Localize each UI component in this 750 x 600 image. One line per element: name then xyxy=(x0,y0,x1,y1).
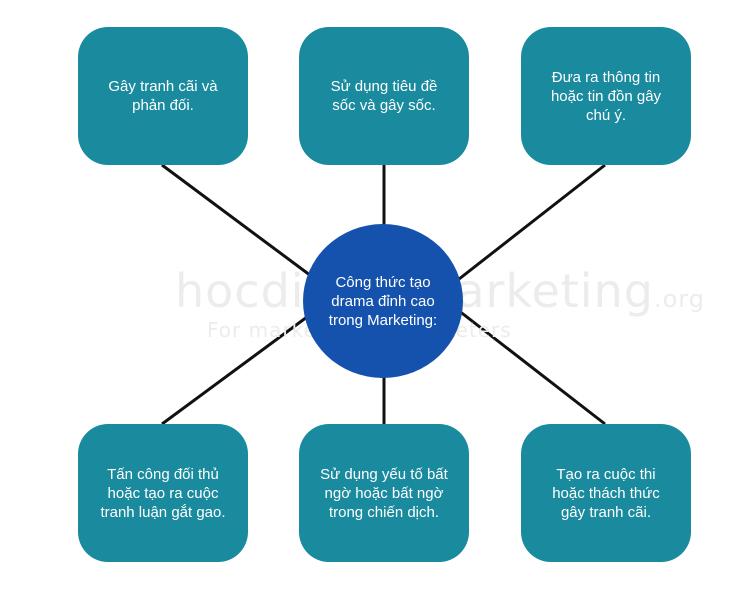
node-bottom-right-text: Tạo ra cuộc thi hoặc thách thức gây tran… xyxy=(552,465,660,521)
node-bottom-left-text: Tấn công đối thủ hoặc tạo ra cuộc tranh … xyxy=(100,465,226,521)
node-top-center-text: Sử dụng tiêu đề sốc và gây sốc. xyxy=(330,78,438,114)
node-bottom-right: Tạo ra cuộc thi hoặc thách thức gây tran… xyxy=(521,424,691,562)
node-top-left-text: Gây tranh cãi và phản đối. xyxy=(108,78,218,114)
connector-bottom-right xyxy=(444,298,606,426)
node-bottom-center: Sử dụng yếu tố bất ngờ hoặc bất ngờ tron… xyxy=(299,424,469,562)
node-bottom-center-text: Sử dụng yếu tố bất ngờ hoặc bất ngờ tron… xyxy=(320,465,448,521)
connector-top-left xyxy=(161,163,331,292)
node-top-right-text: Đưa ra thông tin hoặc tin đồn gây chú ý. xyxy=(550,68,662,124)
center-node-text: Công thức tạo drama đỉnh cao trong Marke… xyxy=(328,273,438,329)
node-bottom-left: Tấn công đối thủ hoặc tạo ra cuộc tranh … xyxy=(78,424,248,562)
connector-bottom-left xyxy=(161,298,331,426)
connector-top-right xyxy=(444,163,606,292)
node-top-right: Đưa ra thông tin hoặc tin đồn gây chú ý. xyxy=(521,27,691,165)
node-top-left: Gây tranh cãi và phản đối. xyxy=(78,27,248,165)
node-top-center: Sử dụng tiêu đề sốc và gây sốc. xyxy=(299,27,469,165)
center-node: Công thức tạo drama đỉnh cao trong Marke… xyxy=(303,224,463,378)
